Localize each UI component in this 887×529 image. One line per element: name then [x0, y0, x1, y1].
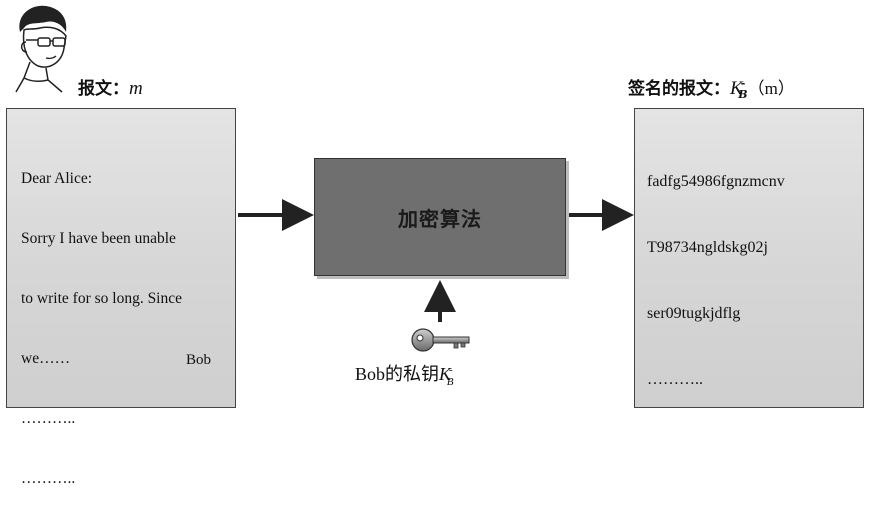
plaintext-line: Sorry I have been unable: [21, 230, 176, 247]
signed-message-argument: （m）: [747, 79, 795, 98]
signed-line: ………..: [647, 371, 703, 388]
arrows-layer: [238, 199, 634, 322]
signed-line: fadfg54986fgnzmcnv: [647, 173, 785, 190]
signed-message-label-text: 签名的报文：: [628, 79, 730, 99]
key-icon: [411, 328, 470, 352]
key-symbol: K: [730, 78, 743, 99]
private-key-symbol: K: [439, 364, 452, 384]
signed-document: fadfg54986fgnzmcnv T98734ngldskg02j ser0…: [634, 108, 864, 408]
plaintext-line: Dear Alice:: [21, 170, 93, 187]
signed-message-label: 签名的报文：K-B（m）: [628, 74, 795, 101]
message-label: 报文：m: [78, 74, 143, 100]
private-key-superscript: -: [449, 364, 453, 376]
signature: Bob: [185, 352, 211, 368]
private-key-label-text: Bob的私钥: [355, 364, 440, 384]
key-superscript: -: [740, 77, 746, 91]
signed-line: T98734ngldskg02j: [647, 239, 768, 256]
signed-line: ser09tugkjdflg: [647, 305, 741, 322]
private-key-label: Bob的私钥K-B: [355, 360, 453, 388]
message-label-text: 报文：: [78, 79, 129, 99]
person-icon: [15, 5, 67, 93]
plaintext-line: to write for so long. Since: [21, 290, 183, 307]
private-key-subscript: B: [446, 375, 454, 388]
encryption-algorithm-title: 加密算法: [398, 206, 482, 231]
signed-body: fadfg54986fgnzmcnv T98734ngldskg02j ser0…: [647, 127, 785, 435]
plaintext-document: Dear Alice: Sorry I have been unable to …: [6, 108, 236, 487]
message-variable: m: [129, 78, 143, 99]
key-subscript: B: [738, 88, 748, 102]
encryption-algorithm-box: 加密算法: [314, 158, 566, 276]
plaintext-line: we……: [21, 350, 71, 367]
plaintext-line: ………..: [21, 470, 76, 487]
